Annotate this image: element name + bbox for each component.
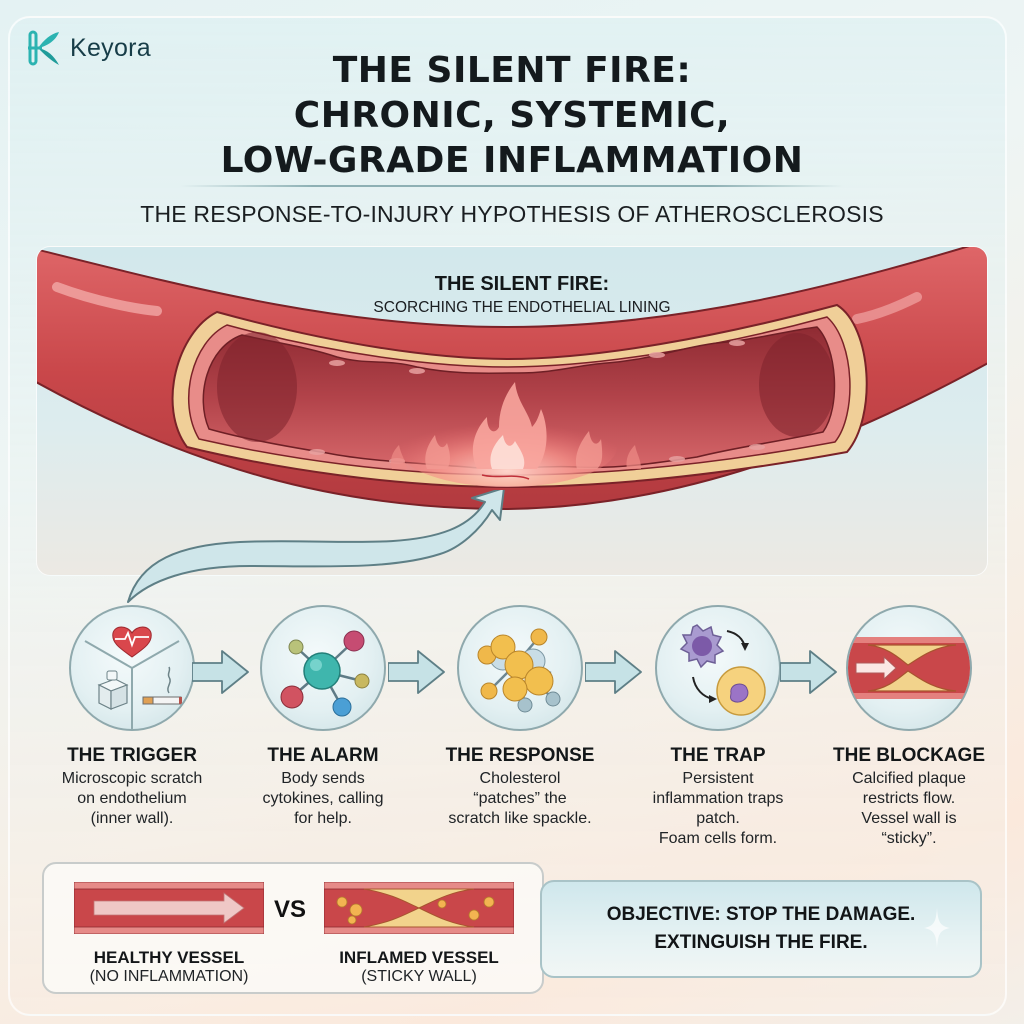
desc-line: Calcified plaque: [852, 770, 966, 787]
cigarette-icon: [142, 666, 182, 705]
desc-line: restricts flow.: [862, 790, 956, 807]
inflamed-label: INFLAMED VESSEL (STICKY WALL): [319, 948, 519, 986]
step-alarm: THE ALARM Body sends cytokines, calling …: [228, 605, 418, 829]
step-arrow-icon: [192, 650, 249, 694]
step-blockage: THE BLOCKAGE Calcified plaque restricts …: [814, 605, 1004, 849]
healthy-vessel-icon: [74, 882, 264, 934]
desc-line: Cholesterol: [479, 770, 561, 787]
step-description: Microscopic scratch on endothelium (inne…: [37, 769, 227, 829]
step-arrow-icon: [585, 650, 642, 694]
cytokine-molecule-icon: [260, 605, 386, 731]
step-title: THE RESPONSE: [445, 745, 595, 766]
inflamed-title: INFLAMED VESSEL: [339, 948, 499, 967]
step-response: THE RESPONSE Cholesterol “patches” the s…: [425, 605, 615, 829]
trigger-icon: [69, 605, 195, 731]
desc-line: (inner wall).: [90, 810, 174, 827]
desc-line: Persistent: [682, 770, 754, 787]
step-description: Calcified plaque restricts flow. Vessel …: [814, 769, 1004, 849]
desc-line: Vessel wall is: [861, 810, 957, 827]
desc-line: Foam cells form.: [658, 830, 778, 847]
step-description: Body sends cytokines, calling for help.: [228, 769, 418, 829]
desc-line: “sticky”.: [881, 830, 937, 847]
desc-line: patch.: [696, 810, 740, 827]
step-title: THE TRIGGER: [67, 745, 197, 766]
process-steps: THE TRIGGER Microscopic scratch on endot…: [40, 605, 1000, 865]
title-line-3: LOW-GRADE INFLAMMATION: [220, 140, 804, 181]
step-trigger: THE TRIGGER Microscopic scratch on endot…: [37, 605, 227, 829]
panel-subtitle: SCORCHING THE ENDOTHELIAL LINING: [373, 299, 671, 316]
healthy-subtitle: (NO INFLAMMATION): [89, 968, 249, 985]
panel-title: THE SILENT FIRE:: [434, 273, 610, 295]
artery-illustration: [37, 247, 987, 511]
objective-box: OBJECTIVE: STOP THE DAMAGE. EXTINGUISH T…: [540, 880, 982, 978]
step-description: Cholesterol “patches” the scratch like s…: [425, 769, 615, 829]
cholesterol-molecule-icon: [457, 605, 583, 731]
healthy-label: HEALTHY VESSEL (NO INFLAMMATION): [69, 948, 269, 986]
inflamed-vessel-icon: [324, 882, 514, 934]
desc-line: for help.: [294, 810, 352, 827]
step-arrow-icon: [780, 650, 837, 694]
desc-line: inflammation traps: [652, 790, 784, 807]
desc-line: Body sends: [281, 770, 365, 787]
k-leaf-icon: [28, 30, 59, 66]
title-line-2: CHRONIC, SYSTEMIC,: [293, 95, 731, 136]
subtitle: THE RESPONSE-TO-INJURY HYPOTHESIS OF ATH…: [140, 201, 884, 227]
title-divider: [180, 185, 844, 187]
desc-line: scratch like spackle.: [448, 810, 592, 827]
vessel-panel: THE SILENT FIRE: SCORCHING THE ENDOTHELI…: [36, 246, 988, 576]
step-title: THE BLOCKAGE: [833, 745, 985, 766]
desc-line: Microscopic scratch: [61, 770, 203, 787]
healthy-title: HEALTHY VESSEL: [93, 948, 245, 967]
step-title: THE TRAP: [670, 745, 766, 766]
inflamed-subtitle: (STICKY WALL): [361, 968, 477, 985]
desc-line: “patches” the: [473, 790, 567, 807]
blocked-artery-icon: [846, 605, 972, 731]
main-title: THE SILENT FIRE: CHRONIC, SYSTEMIC, LOW-…: [0, 48, 1024, 183]
step-description: Persistent inflammation traps patch. Foa…: [623, 769, 813, 849]
sugar-cube-icon: [97, 670, 129, 710]
desc-line: on endothelium: [77, 790, 187, 807]
fire-icon: [390, 382, 641, 487]
brand-logo: Keyora: [26, 28, 151, 68]
heart-icon: [112, 626, 152, 658]
step-arrow-icon: [388, 650, 445, 694]
curved-arrow-icon: [127, 490, 505, 603]
foam-cell-icon: [655, 605, 781, 731]
vs-label: VS: [274, 896, 307, 923]
vessel-comparison: VS HEALTHY VESSEL (NO INFLAMMATION) INFL…: [42, 862, 544, 994]
step-title: THE ALARM: [267, 745, 379, 766]
desc-line: cytokines, calling: [262, 790, 384, 807]
objective-line-1: OBJECTIVE: STOP THE DAMAGE.: [606, 904, 916, 925]
objective-line-2: EXTINGUISH THE FIRE.: [654, 932, 868, 953]
sparkle-icon: [924, 908, 950, 948]
brand-name: Keyora: [70, 33, 152, 62]
title-line-1: THE SILENT FIRE:: [332, 50, 692, 91]
step-trap: THE TRAP Persistent inflammation traps p…: [623, 605, 813, 849]
